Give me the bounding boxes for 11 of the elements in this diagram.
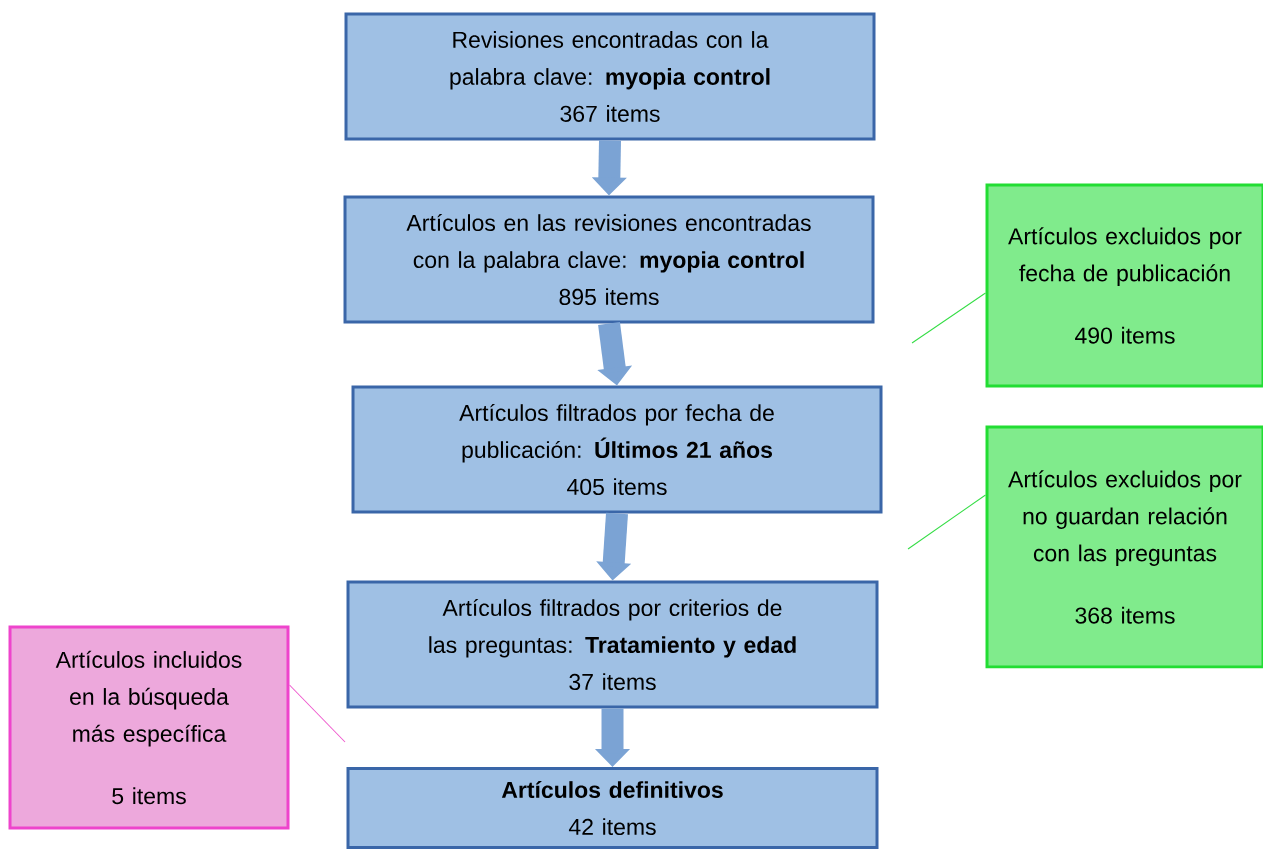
leader-line: [911, 292, 986, 344]
note-box: Artículos excluidos por no guardan relación con las preguntas 368 items: [985, 425, 1263, 669]
process-box: Artículos filtrados por fecha de publicación: Últimos 21 años 405 items: [351, 385, 883, 514]
note-box: Artículos excluidos por fecha de publicación 490 items: [985, 183, 1263, 388]
leader-line: [289, 684, 346, 743]
process-box: Artículos definitivos 42 items: [346, 767, 879, 849]
process-box: Revisiones encontradas con la palabra clave: myopia control 367 items: [344, 12, 876, 141]
process-box: Artículos filtrados por criterios de las preguntas: Tratamiento y edad 37 items: [346, 580, 879, 709]
note-box: Artículos incluidos en la búsqueda más específica 5 items: [8, 625, 290, 830]
process-box: Artículos en las revisiones encontradas con la palabra clave: myopia control 895 items: [343, 195, 875, 324]
leader-line: [907, 494, 986, 550]
